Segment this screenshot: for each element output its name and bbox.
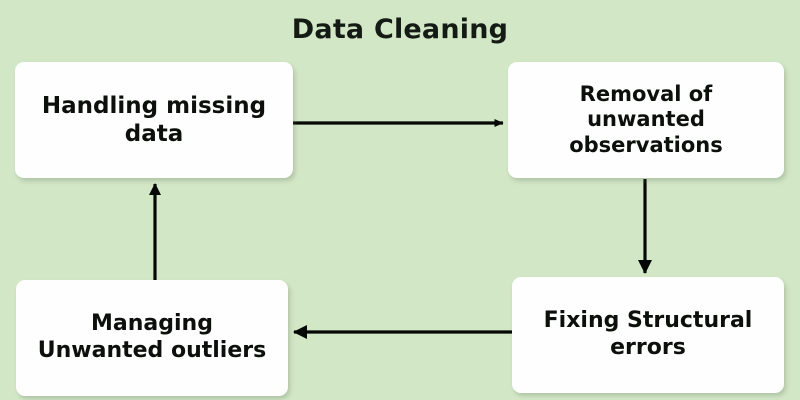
node-managing-unwanted-outliers[interactable]: Managing Unwanted outliers: [16, 280, 288, 396]
node-removal-unwanted-observations[interactable]: Removal of unwanted observations: [508, 62, 784, 178]
node-label: Managing Unwanted outliers: [37, 311, 267, 363]
node-label: Fixing Structural errors: [543, 308, 753, 360]
node-handling-missing-data[interactable]: Handling missing data: [15, 62, 293, 178]
node-label: Handling missing data: [41, 92, 267, 147]
page-title: Data Cleaning: [291, 14, 509, 45]
node-fixing-structural-errors[interactable]: Fixing Structural errors: [512, 277, 784, 393]
node-label: Removal of unwanted observations: [569, 81, 723, 157]
